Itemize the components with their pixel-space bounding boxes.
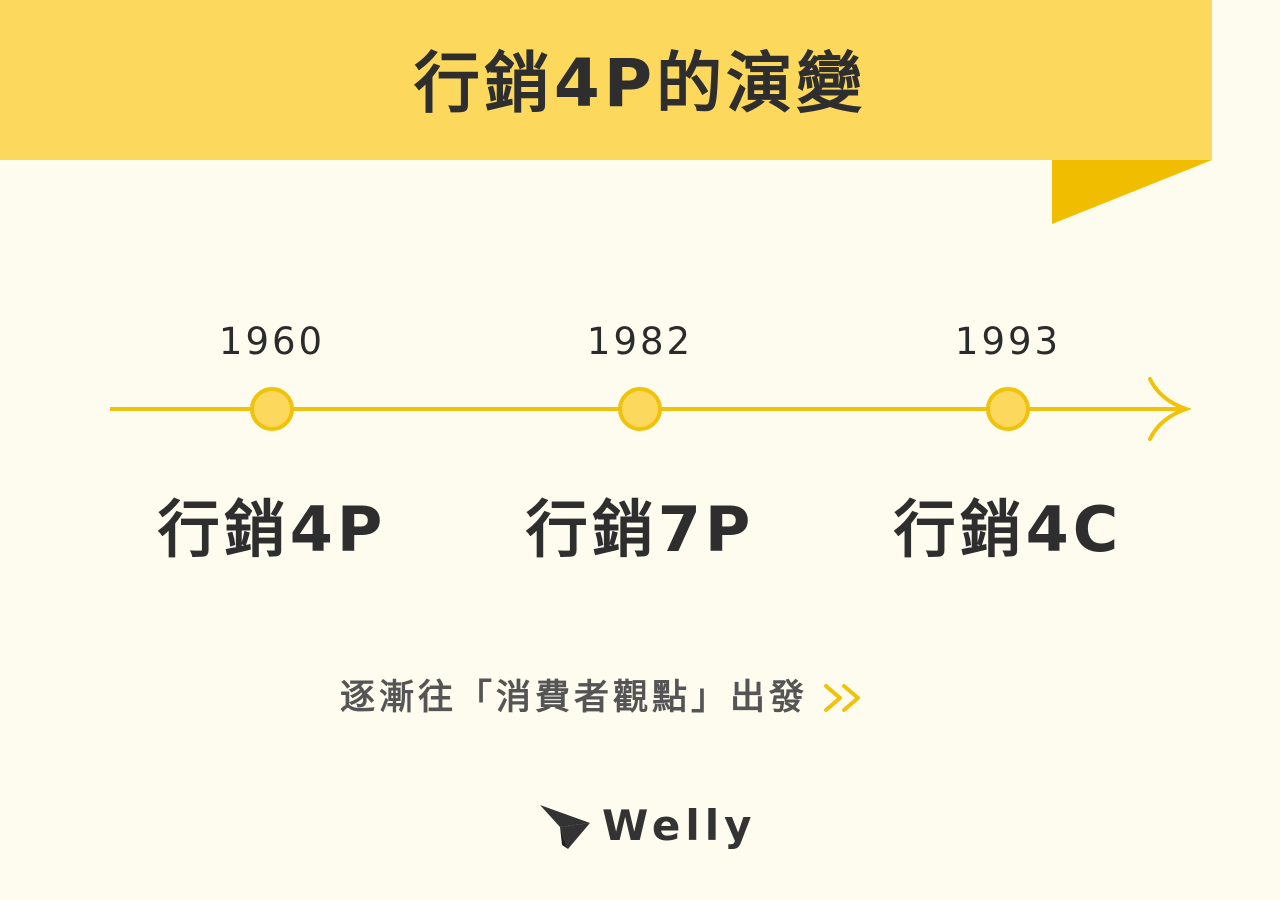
stage-label-4c: 行銷4C <box>893 493 1123 566</box>
banner-fold-ribbon <box>1052 160 1212 224</box>
timeline <box>110 377 1193 441</box>
page-title: 行銷4P的演變 <box>413 45 867 122</box>
double-chevron-right-icon <box>824 684 861 712</box>
timeline-node-1960 <box>250 387 294 431</box>
year-1982: 1982 <box>586 320 694 363</box>
welly-logo: Welly <box>538 796 757 856</box>
stage-label-4p: 行銷4P <box>157 493 387 566</box>
timeline-arrowhead-icon <box>1148 377 1193 441</box>
year-1993: 1993 <box>954 320 1062 363</box>
year-1960: 1960 <box>218 320 326 363</box>
logo-text: Welly <box>602 801 757 850</box>
paper-plane-icon <box>540 805 590 849</box>
timeline-node-1982 <box>618 387 662 431</box>
stage-label-7p: 行銷7P <box>525 493 755 566</box>
tagline: 逐漸往「消費者觀點」出發 <box>340 673 868 723</box>
title-banner <box>0 0 1212 160</box>
tagline-text: 逐漸往「消費者觀點」出發 <box>340 678 809 718</box>
timeline-node-1993 <box>986 387 1030 431</box>
